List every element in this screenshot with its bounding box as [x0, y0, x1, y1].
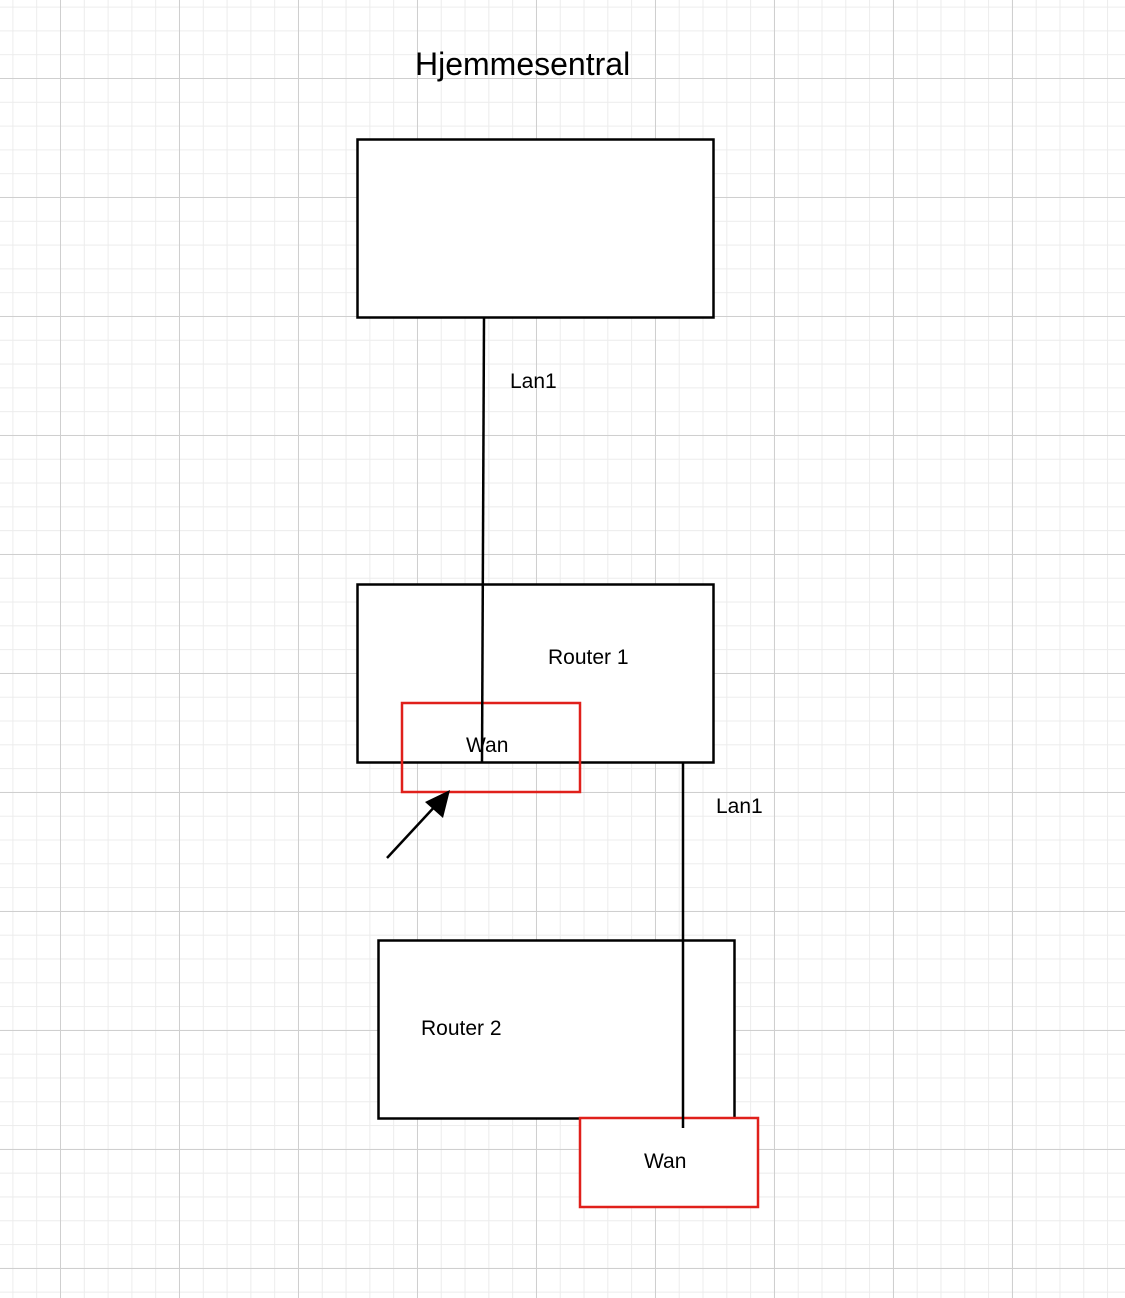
link-label-top: Lan1: [510, 370, 557, 393]
router2-wan-highlight[interactable]: [578, 1116, 760, 1209]
router1-wan-label: Wan: [466, 734, 509, 757]
hjemmesentral-box[interactable]: [356, 138, 715, 319]
pointer-arrow-icon: [386, 790, 450, 859]
router1-label: Router 1: [548, 646, 629, 669]
connection-line-lan1-top[interactable]: [480, 317, 486, 763]
router2-label: Router 2: [421, 1017, 502, 1040]
router1-wan-highlight[interactable]: [400, 701, 582, 794]
router2-wan-label: Wan: [644, 1150, 687, 1173]
link-label-bottom: Lan1: [716, 795, 763, 818]
router1-box[interactable]: [356, 583, 715, 764]
router2-box[interactable]: [377, 939, 736, 1120]
diagram-title: Hjemmesentral: [415, 46, 631, 82]
